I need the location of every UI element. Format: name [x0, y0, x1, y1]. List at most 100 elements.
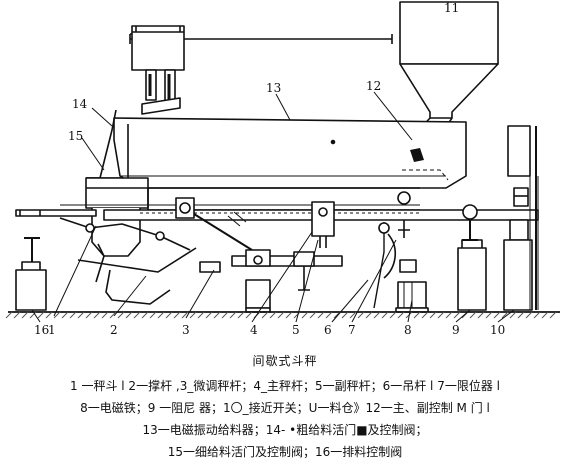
- hatch-stroke: [77, 311, 85, 319]
- leader-lines: [31, 2, 515, 323]
- caption-line-4: 15一细给料活门及控制阀；16一排料控制阀: [167, 445, 403, 459]
- part-label-2: 2: [110, 323, 118, 337]
- hatch-stroke: [165, 311, 173, 319]
- hatch-stroke: [29, 311, 37, 319]
- hatch-stroke: [205, 311, 213, 319]
- hatch-stroke: [13, 311, 21, 319]
- hatch-stroke: [549, 311, 557, 319]
- hatch-stroke: [181, 311, 189, 319]
- hatch-stroke: [117, 311, 125, 319]
- part-label-14: 14: [72, 97, 88, 111]
- hatch-stroke: [437, 311, 445, 319]
- hatch-stroke: [21, 311, 29, 319]
- hatch-stroke: [525, 311, 533, 319]
- hatch-stroke: [333, 311, 341, 319]
- hatch-stroke: [141, 311, 149, 319]
- hatch-stroke: [133, 311, 141, 319]
- hatch-stroke: [293, 311, 301, 319]
- hatch-stroke: [37, 311, 45, 319]
- hatch-stroke: [501, 311, 509, 319]
- hatch-stroke: [237, 311, 245, 319]
- hatch-stroke: [277, 311, 285, 319]
- hatch-stroke: [301, 311, 309, 319]
- hatch-stroke: [221, 311, 229, 319]
- hatch-stroke: [397, 311, 405, 319]
- brace-rod: [59, 217, 197, 305]
- main-scale-beam: [103, 201, 539, 248]
- hatch-stroke: [261, 311, 269, 319]
- hatch-stroke: [517, 311, 525, 319]
- hatch-stroke: [69, 311, 77, 319]
- hatch-stroke: [413, 311, 421, 319]
- caption-line-3: 13一电磁振动给料器；14- •粗给料活门■及控制阀；: [142, 423, 428, 437]
- part-label-11: 11: [444, 1, 459, 15]
- part-label-16: 16: [34, 323, 49, 337]
- hatch-stroke: [197, 311, 205, 319]
- hatch-stroke: [373, 311, 381, 319]
- hatch-stroke: [357, 311, 365, 319]
- hatch-stroke: [493, 311, 501, 319]
- hatch-stroke: [229, 311, 237, 319]
- hatch-stroke: [157, 311, 165, 319]
- vibrating-feeder: [113, 117, 467, 189]
- discharge-valve: [15, 237, 47, 311]
- hatch-stroke: [93, 311, 101, 319]
- hatch-stroke: [213, 311, 221, 319]
- part-label-4: 4: [250, 323, 258, 337]
- hatch-stroke: [469, 311, 477, 319]
- part-label-12: 12: [366, 79, 381, 93]
- part-label-5: 5: [292, 323, 300, 337]
- weigher-diagram: 11 12 13 14 15 16 1 2 3 4 5 6 7 8 9 10: [5, 1, 560, 337]
- part-label-8: 8: [404, 323, 412, 337]
- storage-hopper: [399, 1, 499, 143]
- caption-line-2: 8一电磁铁；9 一阻尼 器；1〇_接近开关；U一料仓》12一主、副控制 M 门 …: [80, 401, 490, 415]
- hatch-stroke: [245, 311, 253, 319]
- damper: [457, 204, 487, 311]
- hatch-stroke: [101, 311, 109, 319]
- hatch-stroke: [349, 311, 357, 319]
- sub-scale-beam: [231, 249, 343, 309]
- hatch-stroke: [429, 311, 437, 319]
- hatch-stroke: [125, 311, 133, 319]
- hatch-stroke: [381, 311, 389, 319]
- hatch-stroke: [53, 311, 61, 319]
- hatch-stroke: [269, 311, 277, 319]
- figure-caption: 间歇式斗秤 1 一秤斗 l 2一撑杆 ,3_微调秤杆；4_主秤杆；5一副秤杆；6…: [0, 352, 570, 463]
- part-label-9: 9: [452, 323, 460, 337]
- hatch-stroke: [85, 311, 93, 319]
- electromagnet: [397, 281, 427, 309]
- valve-cylinder: [131, 25, 185, 115]
- part-label-3: 3: [182, 323, 190, 337]
- hatch-stroke: [285, 311, 293, 319]
- hatch-stroke: [445, 311, 453, 319]
- part-label-7: 7: [348, 323, 356, 337]
- hatch-stroke: [309, 311, 317, 319]
- hatch-stroke: [541, 311, 549, 319]
- hatch-stroke: [109, 311, 117, 319]
- trim-beam: [175, 197, 253, 273]
- part-label-15: 15: [68, 129, 83, 143]
- part-label-1: 1: [48, 323, 56, 337]
- hatch-stroke: [533, 311, 541, 319]
- hatch-stroke: [5, 311, 13, 319]
- top-frame: [129, 33, 393, 44]
- part-label-6: 6: [324, 323, 332, 337]
- hatch-stroke: [421, 311, 429, 319]
- part-label-10: 10: [490, 323, 505, 337]
- hatch-stroke: [45, 311, 53, 319]
- hatch-stroke: [509, 311, 517, 319]
- hatch-stroke: [477, 311, 485, 319]
- limiter: [397, 191, 417, 273]
- part-label-13: 13: [266, 81, 281, 95]
- proximity-switch: [503, 125, 539, 311]
- hatch-stroke: [485, 311, 493, 319]
- hatch-stroke: [453, 311, 461, 319]
- caption-line-1: 1 一秤斗 l 2一撑杆 ,3_微调秤杆；4_主秤杆；5一副秤杆；6一吊杆 l …: [70, 379, 500, 393]
- part-number-labels: 11 12 13 14 15 16 1 2 3 4 5 6 7 8 9 10: [34, 1, 505, 337]
- hatch-stroke: [365, 311, 373, 319]
- hatch-stroke: [61, 311, 69, 319]
- hatch-stroke: [149, 311, 157, 319]
- hatch-stroke: [341, 311, 349, 319]
- hatch-stroke: [317, 311, 325, 319]
- hatch-stroke: [325, 311, 333, 319]
